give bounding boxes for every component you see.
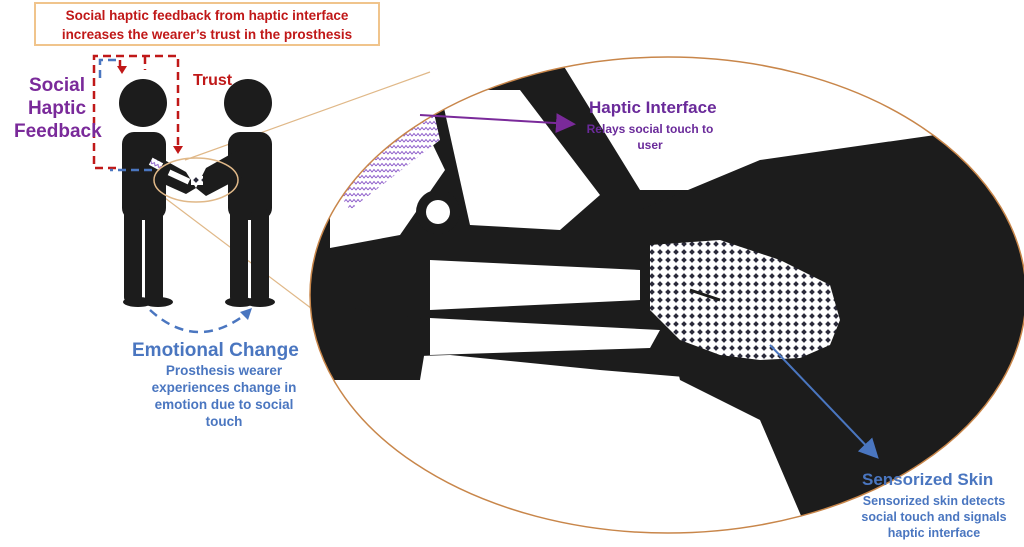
ss-desc-line2: social touch and signals [861,510,1007,524]
other-person-figure [196,79,275,307]
small-prosthesis-detail [148,157,203,185]
hi-desc-line1: Relays social touch to [586,122,714,136]
shf-line1: Social [29,75,85,96]
prosthesis-wearer-figure [119,79,196,307]
ss-desc-line1: Sensorized skin detects [862,494,1006,508]
sensorized-skin-description: Sensorized skin detects social touch and… [844,493,1024,541]
sensorized-skin-arrow [769,344,879,459]
trust-loop-arrows [92,54,180,170]
handshake-highlight [153,157,239,203]
emotional-change-description: Prosthesis wearer experiences change in … [146,362,302,430]
top-banner-line1: Social haptic feedback from haptic inter… [65,8,349,23]
emo-desc-line3: emotion due to social [154,397,294,412]
emotional-change-arrow [149,309,247,334]
trust-label: Trust [193,72,233,89]
zoom-outline [309,56,1024,534]
emotional-change-title: Emotional Change [132,340,299,361]
feedback-arrowhead-down [117,66,127,74]
trust-arrowhead-down [173,146,183,154]
haptic-interface-arrow [419,113,576,134]
social-haptic-feedback-label: Social Haptic Feedback [14,74,102,143]
hi-desc-line2: user [637,138,663,152]
top-banner: Social haptic feedback from haptic inter… [34,2,380,46]
top-banner-line2: increases the wearer’s trust in the pros… [61,27,353,42]
shf-line2: Haptic [27,98,87,119]
sensorized-skin-title: Sensorized Skin [862,470,994,489]
emo-desc-line4: touch [205,414,243,429]
ss-desc-line3: haptic interface [887,526,981,540]
haptic-interface-title: Haptic Interface [589,98,717,117]
feedback-loop-arrows [98,58,152,172]
emo-desc-line2: experiences change in [151,380,297,395]
haptic-interface-description: Relays social touch to user [580,121,720,153]
emotional-change-arrowhead [240,308,252,320]
emo-desc-line1: Prosthesis wearer [165,363,283,378]
shf-line3: Feedback [14,121,102,142]
